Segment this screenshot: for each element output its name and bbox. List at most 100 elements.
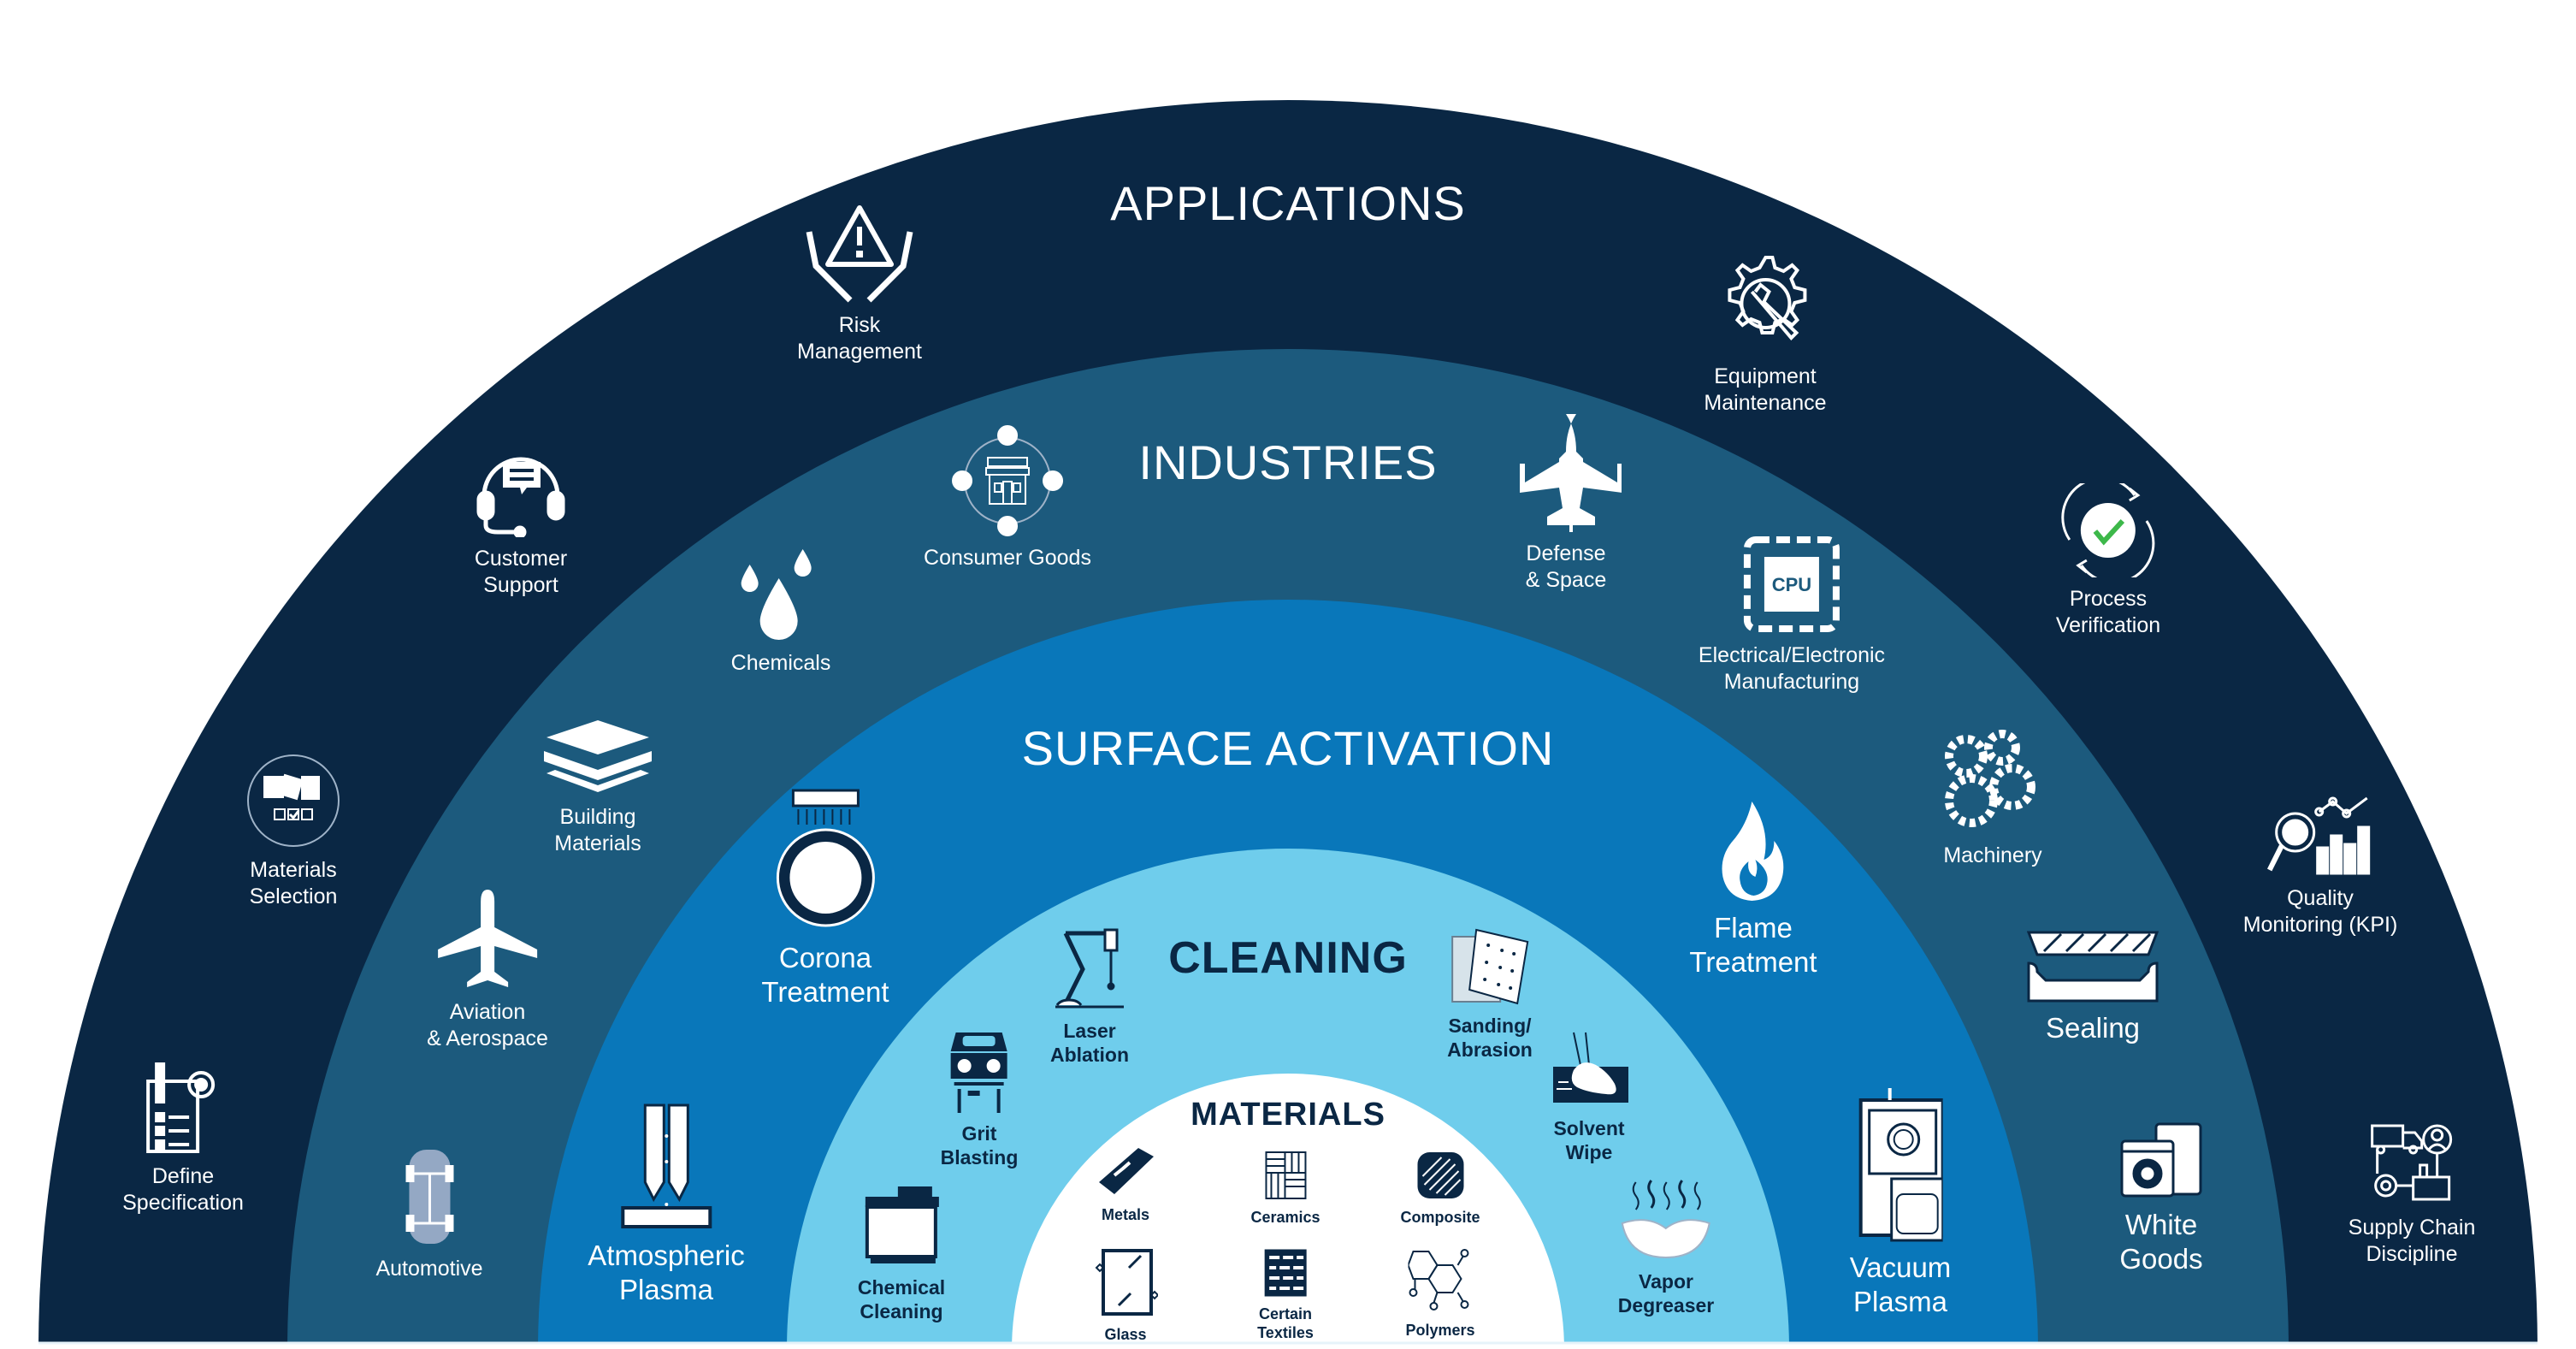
surface-flame-treatment: Flame Treatment [1689, 800, 1817, 980]
store-customers-icon [952, 425, 1063, 536]
item-label: Sealing [2045, 1012, 2141, 1044]
item-label: Vapor Degreaser [1617, 1270, 1715, 1317]
cycle-check-icon [2061, 483, 2155, 577]
layered-panels-icon [544, 720, 652, 792]
item-label: Atmospheric Plasma [588, 1240, 745, 1306]
app-equipment-maintenance: Equipment Maintenance [1704, 252, 1827, 416]
item-label: Corona Treatment [761, 942, 889, 1009]
material-metals: Metals [1096, 1146, 1155, 1225]
industry-chemicals: Chemicals [730, 547, 831, 677]
laser-arm-icon [1055, 928, 1124, 1009]
droplets-icon [741, 549, 812, 640]
glass-pane-icon [1095, 1249, 1158, 1316]
item-label: Machinery [1943, 843, 2042, 867]
item-label: Materials Selection [249, 858, 338, 908]
app-quality-monitoring: Quality Monitoring (KPI) [2242, 791, 2398, 938]
item-label: Grit Blasting [940, 1122, 1019, 1169]
item-label: Defense & Space [1525, 541, 1607, 592]
materials-checklist-icon [247, 754, 340, 847]
clipboard-gear-icon [146, 1062, 215, 1153]
molecule-icon [1407, 1249, 1468, 1311]
item-label: Building Materials [554, 805, 641, 855]
surface-atmospheric-plasma: Atmospheric Plasma [588, 1102, 745, 1308]
item-label: Chemicals [730, 651, 831, 675]
item-label: Process Verification [2055, 587, 2161, 637]
item-label: Flame Treatment [1689, 912, 1817, 979]
industry-defense-space: Defense & Space [1510, 412, 1622, 593]
surface-corona-treatment: Corona Treatment [761, 787, 889, 1010]
item-label: Automotive [375, 1257, 483, 1281]
cleaning-vapor-degreaser: Vapor Degreaser [1617, 1179, 1715, 1317]
sandpaper-icon [1451, 928, 1529, 1005]
item-label: Sanding/ Abrasion [1447, 1015, 1533, 1062]
item-label: Polymers [1405, 1322, 1475, 1339]
item-label: Composite [1400, 1209, 1480, 1226]
supply-chain-icon [2371, 1124, 2453, 1201]
material-certain-textiles: Certain Textiles [1257, 1249, 1314, 1343]
item-label: Vacuum Plasma [1849, 1251, 1952, 1318]
surface-vacuum-plasma: Vacuum Plasma [1849, 1088, 1952, 1320]
app-supply-chain-discipline: Supply Chain Discipline [2348, 1121, 2476, 1267]
app-risk-management: Risk Management [797, 201, 922, 364]
industry-electrical-electronic-manufacturing: CPU Electrical/Electronic Manufacturing [1699, 535, 1885, 695]
industry-building-materials: Building Materials [542, 719, 653, 856]
cleaning-chemical-cleaning: Chemical Cleaning [858, 1185, 945, 1323]
tile-grid-icon [1265, 1151, 1306, 1199]
material-glass: Glass [1093, 1249, 1158, 1345]
item-label: Customer Support [474, 547, 568, 597]
industry-white-goods: White Goods [2118, 1122, 2204, 1277]
airplane-icon [437, 890, 537, 987]
item-label: Chemical Cleaning [857, 1276, 946, 1323]
metal-bar-icon [1099, 1148, 1154, 1194]
material-polymers: Polymers [1405, 1245, 1475, 1340]
wipe-cloth-icon [1553, 1032, 1628, 1103]
chemical-tank-icon [865, 1186, 939, 1263]
item-label: White Goods [2119, 1209, 2203, 1275]
item-label: Electrical/Electronic Manufacturing [1698, 643, 1886, 694]
appliances-icon [2120, 1122, 2202, 1198]
fighter-jet-icon [1520, 414, 1622, 532]
item-label: Laser Ablation [1050, 1020, 1129, 1067]
vapor-bowl-icon [1621, 1180, 1711, 1259]
svg-text:CPU: CPU [1772, 574, 1811, 595]
cleaning-grit-blasting: Grit Blasting [940, 1031, 1019, 1169]
material-ceramics: Ceramics [1250, 1151, 1320, 1228]
gear-wrench-icon [1728, 256, 1806, 340]
item-label: Aviation & Aerospace [427, 1000, 548, 1050]
industry-automotive: Automotive [375, 1146, 483, 1282]
industries-title: INDUSTRIES [1138, 435, 1438, 489]
item-label: Certain Textiles [1257, 1305, 1314, 1341]
industry-aviation-aerospace: Aviation & Aerospace [427, 888, 548, 1051]
corona-roller-icon [776, 789, 875, 927]
plasma-nozzle-icon [621, 1103, 712, 1228]
item-label: Glass [1104, 1326, 1147, 1343]
item-label: Solvent Wipe [1553, 1117, 1625, 1164]
industry-sealing: Sealing [2027, 931, 2159, 1045]
gears-icon [1945, 730, 2035, 827]
industry-consumer-goods: Consumer Goods [924, 425, 1091, 571]
item-label: Supply Chain Discipline [2348, 1216, 2476, 1266]
hands-warning-icon [806, 205, 913, 303]
item-label: Define Specification [122, 1164, 244, 1215]
vacuum-chamber-icon [1859, 1088, 1943, 1242]
item-label: Quality Monitoring (KPI) [2242, 886, 2398, 937]
app-customer-support: Customer Support [474, 443, 568, 598]
item-label: Equipment Maintenance [1704, 364, 1827, 415]
item-label: Metals [1101, 1206, 1150, 1223]
item-label: Consumer Goods [924, 546, 1091, 570]
cleaning-sanding-abrasion: Sanding/ Abrasion [1447, 928, 1533, 1062]
item-label: Risk Management [797, 313, 922, 364]
cpu-chip-icon: CPU [1743, 536, 1840, 632]
app-materials-selection: Materials Selection [245, 753, 341, 909]
item-label: Ceramics [1250, 1209, 1320, 1226]
seal-press-icon [2027, 931, 2159, 1003]
applications-title: APPLICATIONS [1110, 176, 1466, 230]
surface-activation-title: SURFACE ACTIVATION [1021, 721, 1555, 775]
hatched-square-icon [1416, 1152, 1463, 1198]
blast-cabinet-icon [950, 1032, 1007, 1113]
cleaning-solvent-wipe: Solvent Wipe [1548, 1031, 1630, 1164]
material-composite: Composite [1400, 1151, 1480, 1228]
woven-fabric-icon [1264, 1249, 1307, 1297]
app-process-verification: Process Verification [2056, 483, 2160, 638]
industry-machinery: Machinery [1937, 727, 2048, 869]
